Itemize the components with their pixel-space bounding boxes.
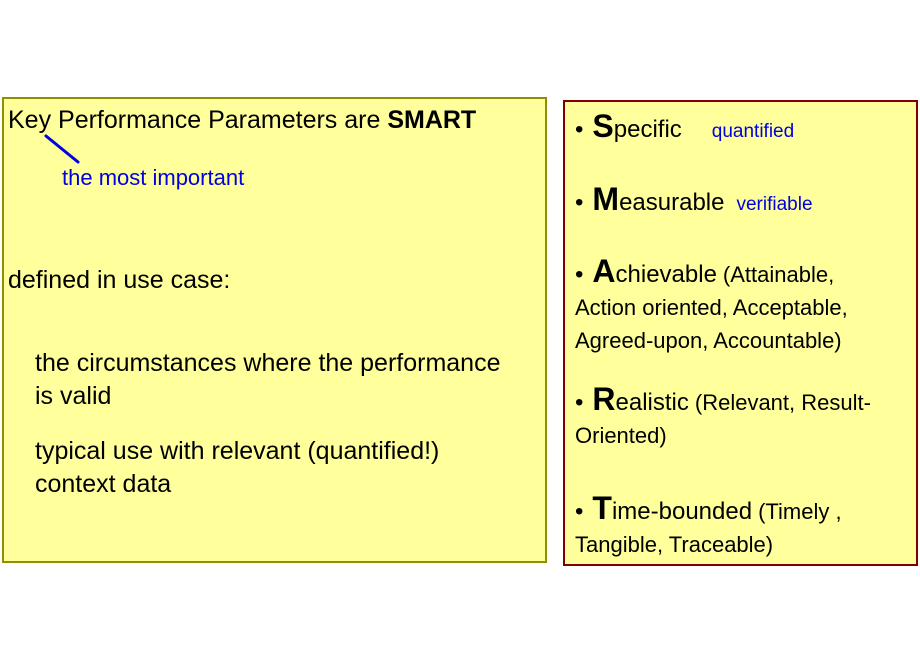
page-title-smart-acronym: SMART: [387, 106, 477, 134]
smart-letter-m: M: [592, 181, 620, 217]
intro-text: defined in use case:: [8, 266, 231, 294]
page-title: Key Performance Parameters are SMART: [8, 105, 476, 135]
bullet-icon: •: [575, 498, 584, 525]
smart-paren-realistic: (Relevant, Result-Oriented): [575, 390, 871, 448]
smart-word-rest: ealistic: [615, 389, 689, 416]
smart-paren-achievable: (Attainable, Action oriented, Acceptable…: [575, 262, 848, 353]
smart-letter-t: T: [592, 490, 612, 526]
smart-word-rest: ime-bounded: [611, 498, 753, 525]
smart-annotation-verifiable: verifiable: [736, 194, 813, 215]
smart-item-time-bounded: • Time-bounded(Timely , Tangible, Traceab…: [575, 492, 893, 561]
page-title-regular: Key Performance Parameters are: [8, 106, 388, 134]
smart-item-measurable: • Measurable verifiable: [575, 183, 893, 222]
smart-item-achievable: • Achievable(Attainable, Action oriented,…: [575, 255, 893, 357]
bullet-icon: •: [575, 189, 584, 216]
smart-paren-time-bounded: (Timely , Tangible, Traceable): [575, 499, 842, 557]
smart-item-realistic: • Realistic(Relevant, Result-Oriented): [575, 383, 893, 452]
smart-word-rest: pecific: [613, 116, 682, 143]
left-panel: Key Performance Parameters are SMART the…: [2, 97, 547, 563]
callout-connector-line-icon: [44, 134, 80, 164]
smart-item-specific: • Specific quantified: [575, 110, 893, 149]
smart-word-rest: easurable: [619, 189, 725, 216]
use-case-point-typical-use: typical use with relevant (quantified!) …: [35, 437, 440, 498]
smart-annotation-quantified: quantified: [711, 121, 795, 142]
bullet-icon: •: [575, 116, 584, 143]
smart-word-rest: chievable: [615, 261, 717, 288]
callout-label: the most important: [62, 165, 245, 190]
bullet-icon: •: [575, 389, 584, 416]
smart-letter-a: A: [592, 253, 616, 289]
bullet-icon: •: [575, 261, 584, 288]
use-case-point-circumstances: the circumstances where the performance …: [35, 349, 501, 410]
smart-letter-r: R: [592, 381, 616, 417]
right-panel: • Specific quantified • Measurable verifiabl…: [563, 100, 918, 566]
smart-letter-s: S: [592, 108, 614, 144]
